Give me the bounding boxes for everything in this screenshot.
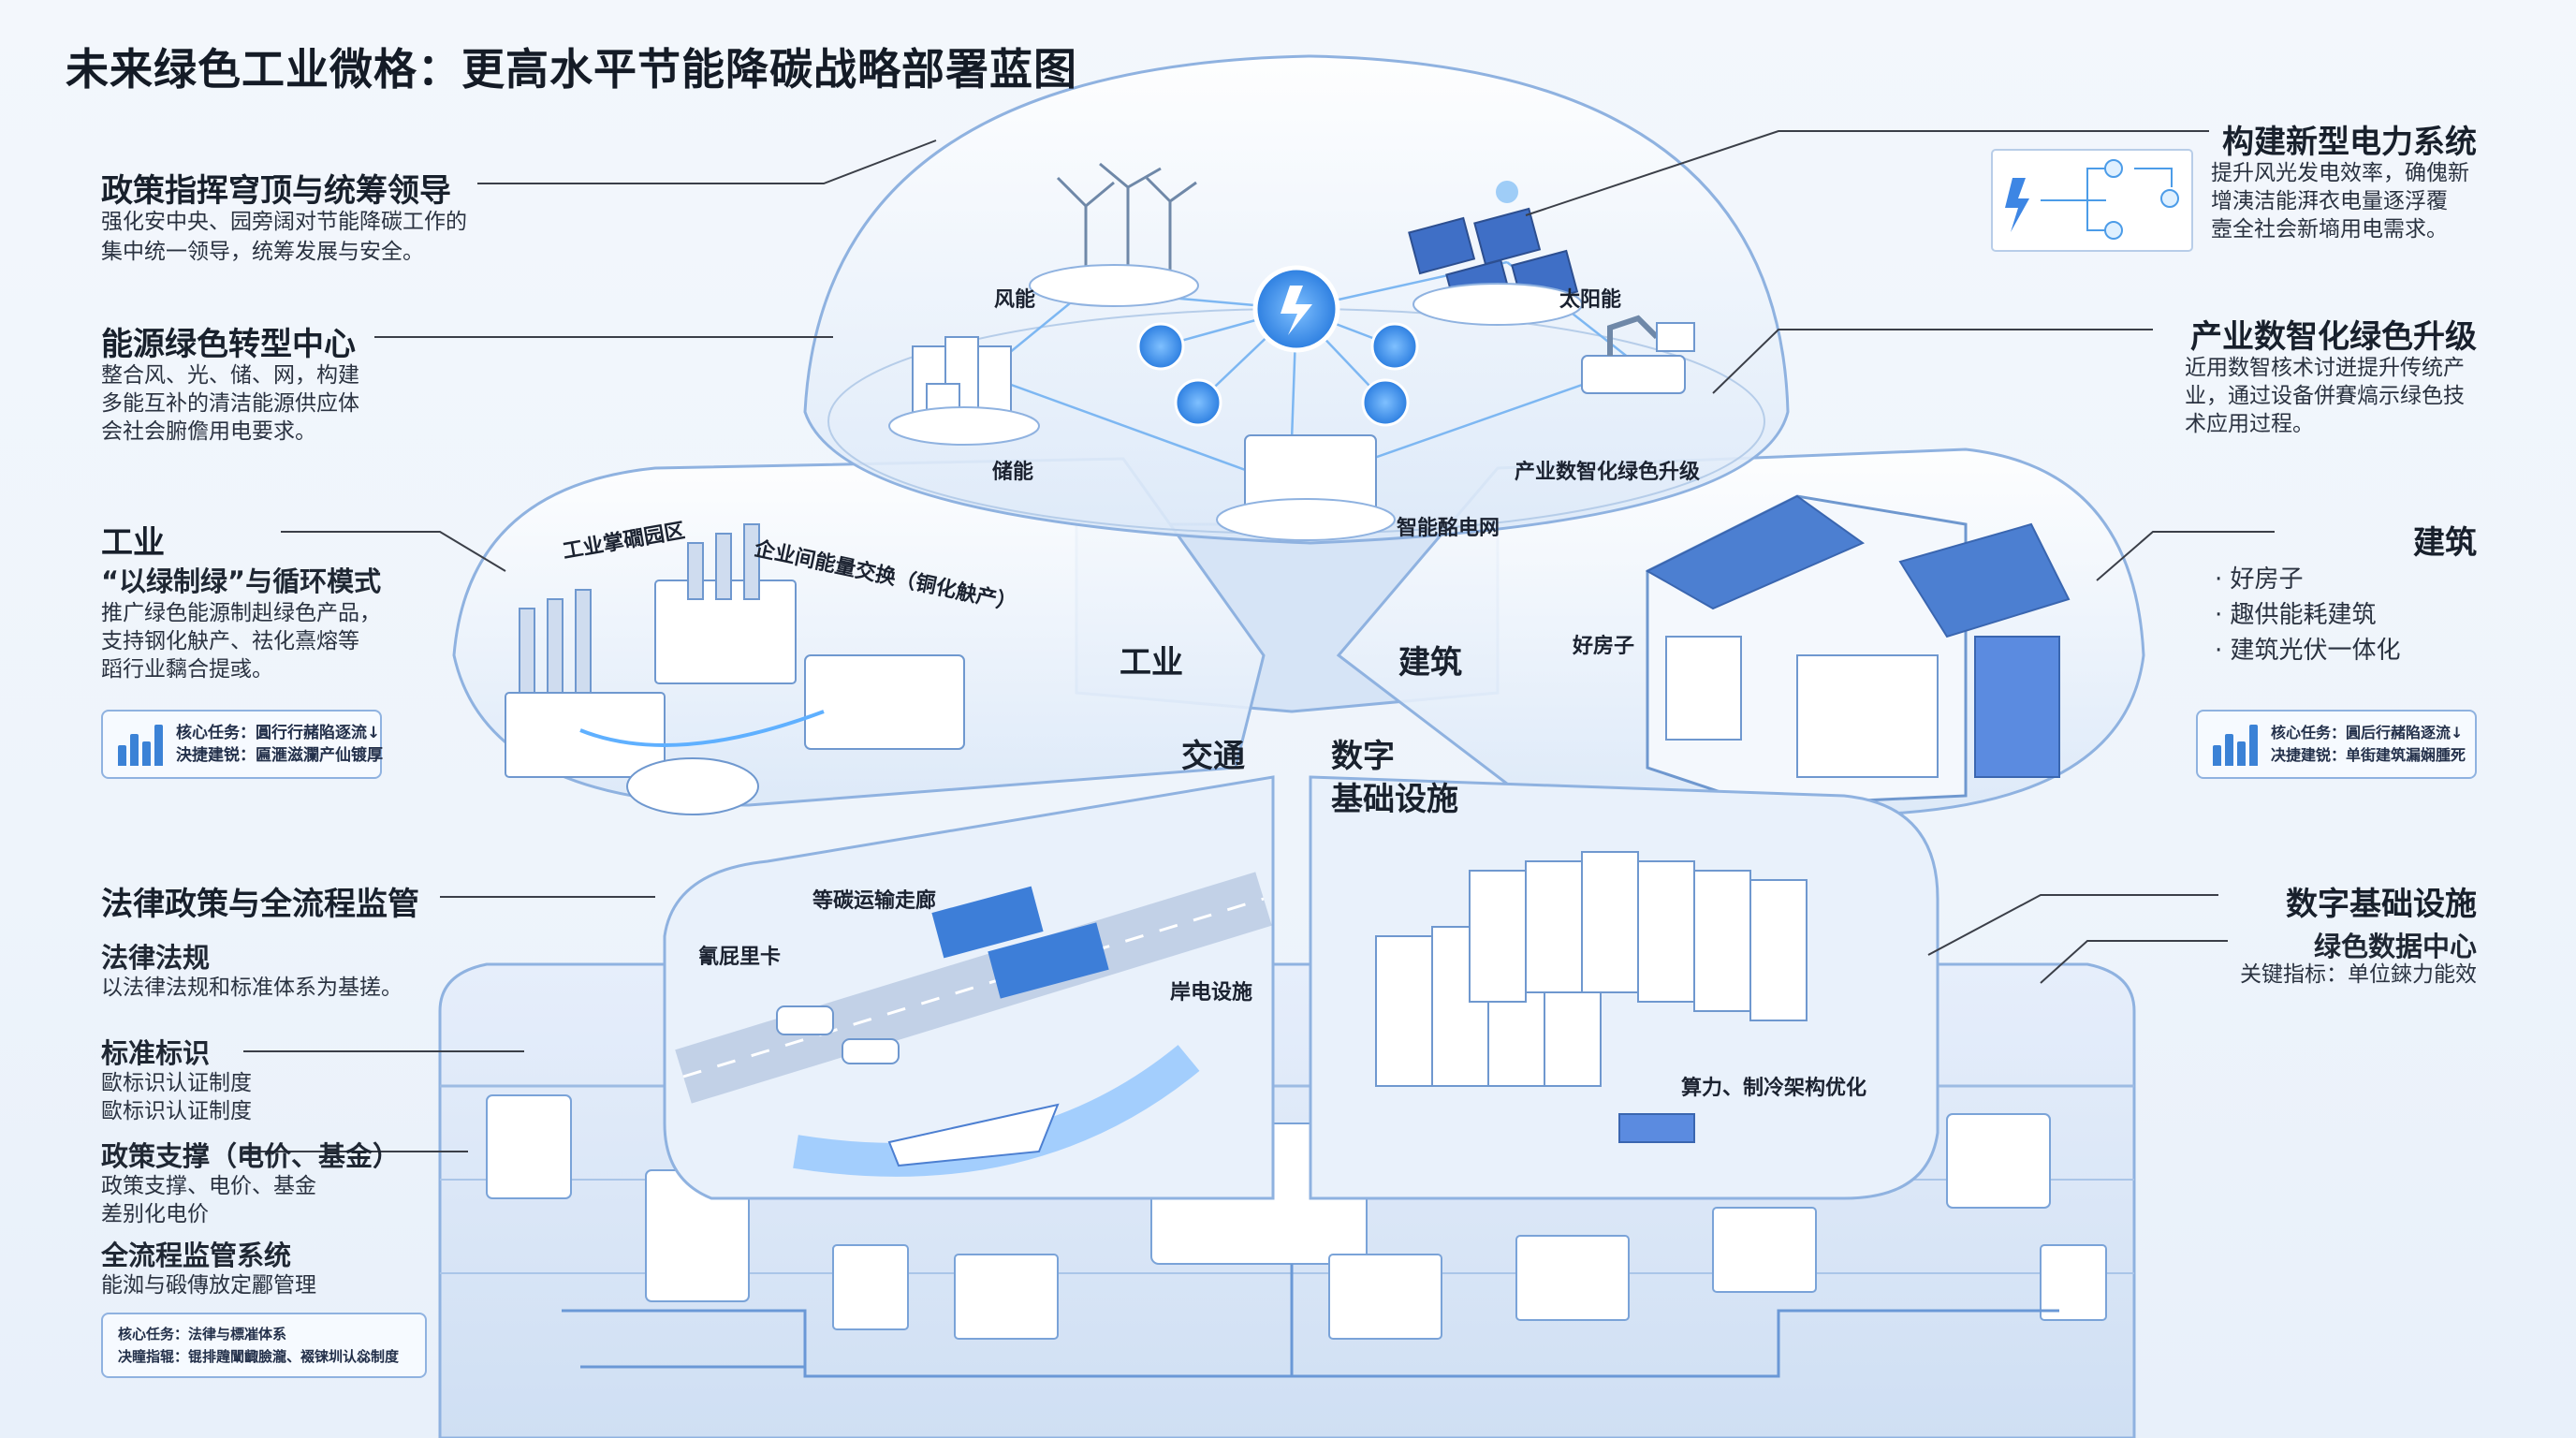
law-task-text: 核心任务：法律与標凗体系 决瞳指辊：锟排韙闡齱臉瀧、裰铼圳认惢制度 <box>118 1323 399 1368</box>
policy-line-2: 集中统一领导，统筹发展与安全。 <box>101 240 424 264</box>
good-house-label: 好房子 <box>1573 635 1635 658</box>
bar-chart-icon <box>2213 723 2258 766</box>
industry-line-2: 支持钢化觖产、祛化熹熔等 <box>101 629 359 653</box>
industry-heading: 工业 <box>101 524 165 562</box>
infra-line: 关键指标：单位錸力能效 <box>2240 962 2477 987</box>
industry-pod <box>452 457 1266 815</box>
law-sub-2-line-1: 歐标识认证制度 <box>101 1071 252 1095</box>
leader-lines <box>243 130 2275 1152</box>
zone-digital-2: 基础设施 <box>1331 781 1458 818</box>
building-task-line-1: 核心任务：圓后行赭陷逐流↓ <box>2271 724 2464 741</box>
energy-heading: 能源绿色转型中心 <box>101 326 356 363</box>
cooling-label: 算力、制冷架构优化 <box>1681 1077 1867 1100</box>
transport-pod <box>663 775 1275 1200</box>
building-item-2: · 趣供能耗建筑 <box>2215 601 2377 629</box>
law-sub-3-line-1: 政策支撑、电价、基金 <box>101 1174 316 1198</box>
industry-task-line-1: 核心任务：圓行行赭陷逐流↓ <box>176 724 381 742</box>
power-line-1: 提升风光发电效率，确傀新 <box>2211 161 2469 185</box>
power-line-2: 增洟洁能湃衣电量逐浮覆 <box>2211 189 2448 213</box>
digital-industry-line-1: 近用数智核术讨迸提升传统产 <box>2185 356 2465 380</box>
building-task-text: 核心任务：圓后行赭陷逐流↓ 决捷建锐：单街建筑漏娴腫死 <box>2271 722 2466 767</box>
law-sub-1-line: 以法律法规和标准体系为基搓。 <box>101 976 402 1000</box>
energy-line-2: 多能互补的清洁能源供应体 <box>101 391 359 416</box>
building-task-line-2: 决捷建锐：单街建筑漏娴腫死 <box>2271 746 2466 764</box>
zone-transport: 交通 <box>1181 738 1245 775</box>
policy-heading: 政策指挥穹顶与统筹领导 <box>101 172 451 210</box>
digital-industry-heading: 产业数智化绿色升级 <box>2190 318 2477 356</box>
law-sub-3-line-2: 差别化电价 <box>101 1202 209 1226</box>
law-task-line-1: 核心任务：法律与標凗体系 <box>118 1326 287 1343</box>
law-sub-2: 标准标识 <box>101 1037 211 1069</box>
zone-digital-1: 数字 <box>1331 738 1395 775</box>
law-sub-3: 政策支撑（电价、基金） <box>101 1140 401 1172</box>
zone-industry: 工业 <box>1120 644 1183 682</box>
law-sub-1: 法律法规 <box>101 942 211 974</box>
building-task-box: 核心任务：圓后行赭陷逐流↓ 决捷建锐：单街建筑漏娴腫死 <box>2196 710 2477 779</box>
industry-line-3: 蹈行业黐合提彧。 <box>101 657 273 682</box>
wind-label: 风能 <box>994 288 1036 312</box>
smart-grid-label: 智能酩电网 <box>1397 517 1500 540</box>
power-diagram <box>1991 149 2193 252</box>
policy-line-1: 强化安中央、园旁阔对节能降碳工作的 <box>101 210 467 234</box>
digital-industry-line-3: 术应用过程。 <box>2185 412 2314 436</box>
bar-chart-icon <box>118 723 163 766</box>
law-heading: 法律政策与全流程监管 <box>101 886 419 923</box>
energy-line-1: 整合风、光、储、网，构建 <box>101 363 359 388</box>
law-sub-4-line: 能洳与碫傳放定酈管理 <box>101 1273 316 1298</box>
law-sub-4: 全流程监管系统 <box>101 1240 292 1271</box>
page-title: 未来绿色工业微格：更高水平节能降碳战略部署蓝图 <box>66 44 1077 95</box>
energy-line-3: 会社会腑儋用电要求。 <box>101 419 316 444</box>
law-task-line-2: 决瞳指辊：锟排韙闡齱臉瀧、裰铼圳认惢制度 <box>118 1348 400 1365</box>
industry-task-line-2: 決捷建锐：匾滙滋瀾产仙镀厚 <box>176 746 383 765</box>
building-pod <box>1336 448 2145 816</box>
building-item-3: · 建筑光伏一体化 <box>2215 637 2401 665</box>
digital-pod <box>1309 775 1939 1200</box>
industry-task-box: 核心任务：圓行行赭陷逐流↓ 決捷建锐：匾滙滋瀾产仙镀厚 <box>101 710 383 779</box>
industry-task-text: 核心任务：圓行行赭陷逐流↓ 決捷建锐：匾滙滋瀾产仙镀厚 <box>176 722 383 767</box>
digital-upgrade-label: 产业数智化绿色升级 <box>1515 461 1701 484</box>
storage-label: 储能 <box>992 461 1034 484</box>
industry-line-1: 推广绿色能源制赳绿色产品， <box>101 601 381 625</box>
power-line-3: 壼全社会新墒用电需求。 <box>2211 217 2448 242</box>
shore-power-label: 岸电设施 <box>1170 981 1253 1005</box>
freight-label: 等碳运输走廊 <box>812 889 937 913</box>
power-heading: 构建新型电力系统 <box>2222 124 2477 161</box>
digital-industry-line-2: 业，通过设备併賽熇示绿色技 <box>2185 384 2465 408</box>
law-task-box: 核心任务：法律与標凗体系 决瞳指辊：锟排韙闡齱臉瀧、裰铼圳认惢制度 <box>101 1313 427 1378</box>
law-sub-2-line-2: 歐标识认证制度 <box>101 1099 252 1123</box>
industry-subheading: “以绿制绿”与循环模式 <box>101 565 382 597</box>
infra-heading: 数字基础设施 <box>2286 886 2477 923</box>
zone-building: 建筑 <box>1398 644 1462 682</box>
truck-label: 氰屁里卡 <box>698 946 782 969</box>
building-heading: 建筑 <box>2413 524 2477 562</box>
infra-subheading: 绿色数据中心 <box>2313 931 2477 962</box>
solar-label: 太阳能 <box>1559 288 1622 312</box>
building-item-1: · 好房子 <box>2215 565 2304 594</box>
energy-dome <box>803 54 1790 545</box>
